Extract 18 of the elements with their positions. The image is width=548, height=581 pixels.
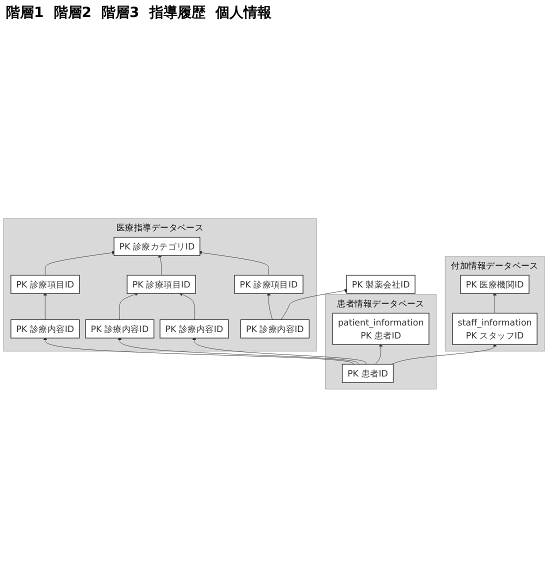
node-box: PK 製薬会社ID [346,274,416,294]
layer-label: 階層3 [102,4,140,22]
node-box: staff_information PK スタッフID [452,312,538,345]
node-box: PK 診療内容ID [160,319,229,338]
layer-label: 階層2 [54,4,92,22]
node-box: PK 患者ID [342,364,394,383]
node-box: PK 診療内容ID [85,319,154,338]
node-box: PK 診療カテゴリID [114,236,200,256]
node-box: PK 診療内容ID [240,319,310,338]
layer-label: 階層1 [6,4,44,22]
node-box: PK 医療機関ID [460,274,530,294]
node-box: PK 診療項目ID [234,274,304,294]
layer-label: 指導履歴 [149,4,206,22]
node-box: PK 診療項目ID [10,274,80,294]
node-box: patient_information PK 患者ID [332,312,430,345]
node-box: PK 診療内容ID [10,319,80,338]
layer-label: 個人情報 [215,4,272,22]
node-box: PK 診療項目ID [126,274,196,294]
